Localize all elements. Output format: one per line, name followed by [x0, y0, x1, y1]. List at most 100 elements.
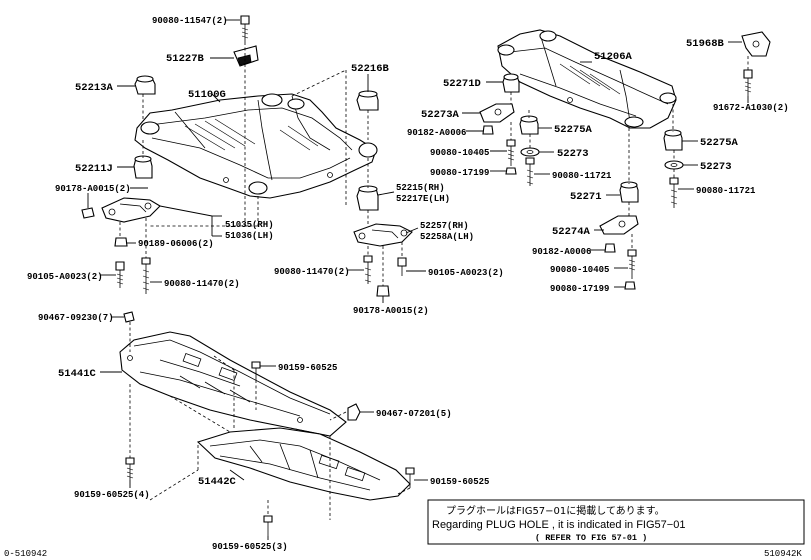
cover-dashed-guides [129, 322, 411, 520]
engine-under-cover-51442c [196, 427, 411, 501]
label-52275a-b: 52275A [700, 137, 739, 149]
label-90080-17199-b: 90080-17199 [550, 284, 609, 294]
nut-90182-b [604, 243, 616, 253]
label-90105-a0023-b: 90105-A0023(2) [428, 268, 504, 278]
figure-id-right: 510942K [764, 549, 802, 559]
label-90159-60525-a: 90159-60525 [278, 363, 337, 373]
rear-dashed-guides [510, 56, 749, 282]
label-90080-11721-b: 90080-11721 [696, 186, 756, 196]
label-52213a: 52213A [75, 82, 114, 94]
label-51100g: 51100G [188, 89, 226, 101]
note-english: Regarding PLUG HOLE , it is indicated in… [432, 519, 685, 531]
leader-lines [87, 19, 749, 540]
front-dashed-guides [119, 42, 403, 286]
label-51036: 51036(LH) [225, 231, 274, 241]
bolt-90159-60525-b [125, 457, 135, 480]
bolt-90159-60525-c [405, 467, 415, 488]
label-90467-07201: 90467-07201(5) [376, 409, 452, 419]
washer-52273-b [664, 160, 684, 170]
bolt-90080-11470-a [141, 257, 151, 294]
label-51442c: 51442C [198, 476, 237, 488]
label-90159-60525-d: 90159-60525(3) [212, 542, 288, 552]
label-90080-11721-a: 90080-11721 [552, 171, 612, 181]
label-52215: 52215(RH) [396, 183, 445, 193]
cushion-52215 [356, 185, 379, 211]
label-90080-10405-a: 90080-10405 [430, 148, 489, 158]
label-52257: 52257(RH) [420, 221, 469, 231]
label-52271d: 52271D [443, 78, 481, 90]
label-90080-11470-b: 90080-11470(2) [274, 267, 350, 277]
label-90467-09230: 90467-09230(7) [38, 313, 114, 323]
label-52271: 52271 [570, 191, 602, 203]
stopper-52274a [599, 215, 639, 235]
label-51206a: 51206A [594, 51, 633, 63]
bolt-91672 [743, 69, 753, 96]
bolt-90080-11547 [240, 15, 250, 42]
label-90105-a0023-a: 90105-A0023(2) [27, 272, 103, 282]
label-90178-a0015-a: 90178-A0015(2) [55, 184, 131, 194]
label-51441c: 51441C [58, 368, 97, 380]
label-90080-17199-a: 90080-17199 [430, 168, 489, 178]
bolt-90080-10405-a [506, 139, 516, 166]
bolt-90159-60525-d [263, 515, 273, 536]
label-52273-a: 52273 [557, 148, 589, 160]
clip-90467-09230 [123, 311, 135, 323]
label-90159-60525-c: 90159-60525 [430, 477, 489, 487]
label-52275a-a: 52275A [554, 124, 593, 136]
note-reference: ( REFER TO FIG 57-01 ) [535, 533, 647, 543]
label-52258a: 52258A(LH) [420, 232, 474, 242]
cushion-52213a [134, 75, 156, 95]
nut-90080-17199-a [505, 167, 517, 175]
label-51968b: 51968B [686, 38, 725, 50]
label-51035: 51035(RH) [225, 220, 274, 230]
label-52273a: 52273A [421, 109, 460, 121]
bolt-90080-11721-b [669, 177, 679, 208]
bolt-90080-11721-a [525, 157, 535, 186]
plug-hole-note: プラグホールはFIG57−01に掲載してあります。 Regarding PLUG… [427, 499, 805, 545]
label-52216b: 52216B [351, 63, 390, 75]
bracket-51227b [233, 45, 259, 67]
label-91672-a1030: 91672-A1030(2) [713, 103, 789, 113]
brace-51035-51036 [101, 197, 161, 223]
figure-id-left: 0-510942 [4, 549, 47, 559]
brace-52257-52258a [353, 223, 413, 247]
washer-90189 [114, 237, 128, 247]
label-52273-b: 52273 [700, 161, 732, 173]
label-90189-06006: 90189-06006(2) [138, 239, 214, 249]
label-52217e: 52217E(LH) [396, 194, 450, 204]
stopper-52273a [479, 103, 515, 123]
bolt-90159-60525-a [251, 361, 261, 380]
nut-90178-a [81, 207, 95, 219]
bolt-90105-b [397, 257, 407, 276]
cushion-52271d [502, 73, 520, 93]
part-labels: 90080-11547(2) 51227B 52213A 51100G 5221… [27, 16, 789, 552]
cushion-52211j [133, 155, 153, 179]
label-90159-60525-b: 90159-60525(4) [74, 490, 150, 500]
label-90080-11547: 90080-11547(2) [152, 16, 228, 26]
note-japanese: プラグホールはFIG57−01に掲載してあります。 [446, 504, 665, 517]
cushion-52275a-a [519, 115, 539, 135]
label-52274a: 52274A [552, 226, 591, 238]
bolt-90080-10405-b [627, 249, 637, 276]
label-90182-a0006-b: 90182-A0006 [532, 247, 591, 257]
bracket-51968b [741, 31, 771, 57]
bolt-90105-a [115, 261, 125, 288]
cushion-52275a-b [663, 129, 683, 151]
label-90182-a0006-a: 90182-A0006 [407, 128, 466, 138]
washer-52273-a [520, 147, 540, 157]
engine-under-cover-51441c [119, 331, 347, 437]
label-51227b: 51227B [166, 53, 205, 65]
cushion-52216b [356, 90, 379, 111]
label-90080-10405-b: 90080-10405 [550, 265, 609, 275]
label-52211j: 52211J [75, 163, 113, 175]
nut-90178-b [376, 285, 390, 297]
cushion-52271 [619, 181, 639, 203]
label-90080-11470-a: 90080-11470(2) [164, 279, 240, 289]
nut-90080-17199-b [624, 281, 636, 290]
bolt-90080-11470-b [363, 255, 373, 284]
front-suspension-member [134, 93, 378, 199]
rear-suspension-member [497, 29, 677, 129]
clip-90467-07201 [347, 403, 361, 421]
label-90178-a0015-b: 90178-A0015(2) [353, 306, 429, 316]
